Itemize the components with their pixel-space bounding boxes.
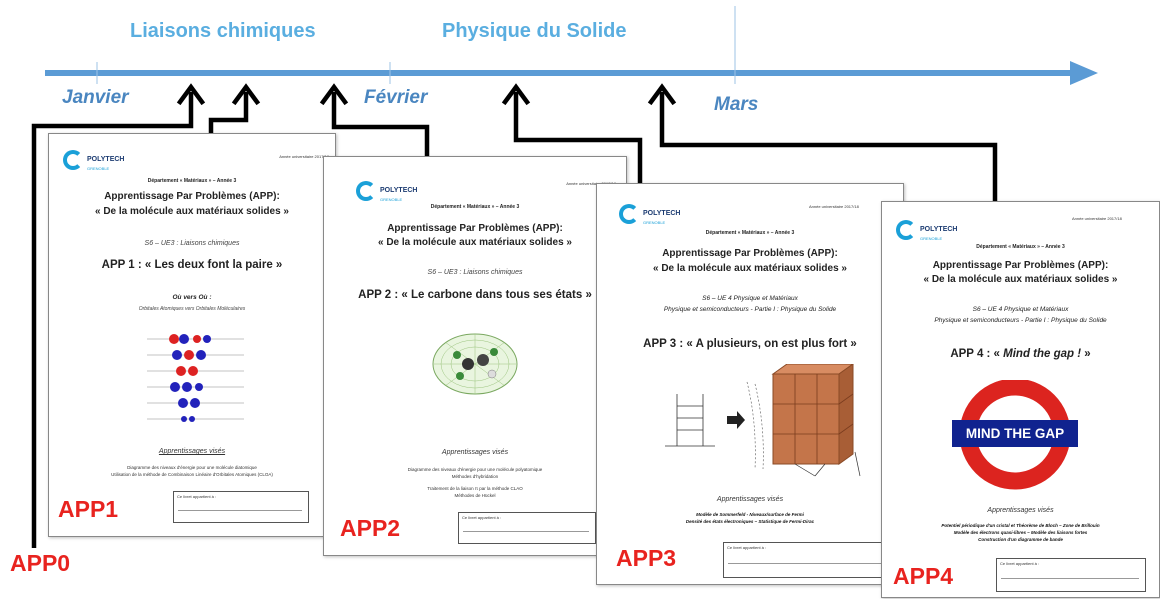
connector-app3 xyxy=(513,92,643,198)
timeline-arrow xyxy=(45,6,1098,85)
objective-line: Potentiel périodique d'un cristal et Thé… xyxy=(941,523,1100,528)
mind-the-gap-text: MIND THE GAP xyxy=(965,426,1065,441)
objective-line: Densité des états électroniques – Statis… xyxy=(685,519,815,524)
app-title: APP 2 : « Le carbone dans tous ses états… xyxy=(358,289,592,301)
polytech-logo-icon xyxy=(356,180,376,201)
app-title: APP 4 : « Mind the gap ! » xyxy=(950,348,1091,360)
course-unit: S6 – UE 4 Physique et Matériaux xyxy=(702,295,798,302)
department: Département « Matériaux » – Année 3 xyxy=(705,230,795,236)
label-app1: APP1 xyxy=(58,496,119,522)
subtitle: Où vers Où : xyxy=(172,294,212,301)
academic-year: Année universitaire 2017/18 xyxy=(809,204,859,209)
polytech-logo-icon xyxy=(896,219,916,240)
doc-title-line2: « De la molécule aux matériaux solides » xyxy=(95,206,289,217)
owner-box: Ce livret appartient à : xyxy=(173,491,309,523)
arrowhead-app4 xyxy=(647,83,677,106)
polytech-logo-icon xyxy=(63,149,83,170)
connector-app0 xyxy=(31,92,194,548)
timeline-arrowhead xyxy=(1070,61,1098,85)
month-fevrier: Février xyxy=(364,87,428,108)
course-unit-detail: Physique et semiconducteurs - Partie I :… xyxy=(663,306,837,313)
course-unit: S6 – UE3 : Liaisons chimiques xyxy=(144,240,240,247)
academic-year: Année universitaire 2017/18 xyxy=(1072,216,1122,221)
connector-app2 xyxy=(331,92,430,175)
month-janvier: Janvier xyxy=(62,87,129,108)
label-app0: APP0 xyxy=(10,550,71,576)
objective-line: Utilisation de la méthode de Combinaison… xyxy=(111,472,273,477)
academic-year: Année universitaire 2017/18 xyxy=(279,154,329,159)
doc-title-line1: Apprentissage Par Problèmes (APP): xyxy=(387,223,563,234)
objective-line: Traitement de la liaison π par la méthod… xyxy=(427,486,523,491)
phase-physique-solide: Physique du Solide xyxy=(442,20,627,42)
app-title: APP 1 : « Les deux font la paire » xyxy=(101,259,283,271)
app-title: APP 3 : « A plusieurs, on est plus fort … xyxy=(643,338,857,350)
course-unit-detail: Physique et semiconducteurs - Partie I :… xyxy=(934,317,1107,324)
phase-liaisons-chimiques: Liaisons chimiques xyxy=(130,20,316,42)
molecule-figure xyxy=(432,333,518,395)
label-app2: APP2 xyxy=(340,515,401,541)
apprentissages-heading: Apprentissages visés xyxy=(441,449,509,456)
apprentissages-heading: Apprentissages visés xyxy=(158,448,226,455)
arrowhead-app1a xyxy=(231,83,261,106)
doc-title-line2: « De la molécule aux matériaux solides » xyxy=(923,274,1118,285)
doc-title-line2: « De la molécule aux matériaux solides » xyxy=(653,263,847,274)
arrowhead-app0 xyxy=(176,83,206,106)
arrowhead-app3 xyxy=(501,83,531,106)
arrowhead-app2 xyxy=(319,83,349,106)
month-mars: Mars xyxy=(714,94,759,115)
objective-line: Modèle de Sommerfeld - Niveaux/surface d… xyxy=(696,512,804,517)
owner-box: Ce livret appartient à : xyxy=(458,512,596,544)
course-unit: S6 – UE3 : Liaisons chimiques xyxy=(427,269,523,276)
owner-box: Ce livret appartient à : xyxy=(723,542,889,578)
department: Département « Matériaux » – Année 3 xyxy=(430,204,520,210)
crystal-lattice-figure xyxy=(665,364,861,477)
objective-line: Diagramme des niveaux d'énergie pour une… xyxy=(127,465,257,470)
objective-line: Méthodes de Hückel xyxy=(454,493,496,498)
subtitle-detail: Orbitales Atomiques vers Orbitales Moléc… xyxy=(138,306,246,312)
polytech-logo-icon xyxy=(619,203,639,224)
orbital-diagram-figure xyxy=(147,334,244,422)
academic-year: Année universitaire 2017/18 xyxy=(566,181,616,186)
apprentissages-heading: Apprentissages visés xyxy=(987,507,1054,514)
connector-app4 xyxy=(659,92,998,210)
course-unit: S6 – UE 4 Physique et Matériaux xyxy=(972,306,1069,313)
objective-line: Diagramme des niveaux d'énergie pour une… xyxy=(407,467,543,472)
doc-title-line1: Apprentissage Par Problèmes (APP): xyxy=(662,248,838,259)
mind-the-gap-sign xyxy=(952,380,1078,490)
owner-box: Ce livret appartient à : xyxy=(996,558,1146,592)
objective-line: Construction d'un diagramme de bande xyxy=(978,537,1063,542)
label-app4: APP4 xyxy=(893,563,954,589)
department: Département « Matériaux » – Année 3 xyxy=(976,244,1065,250)
doc-title-line1: Apprentissage Par Problèmes (APP): xyxy=(932,260,1109,271)
objective-line: Méthodes d'hybridation xyxy=(451,474,499,479)
objective-line: Modèle des électrons quasi-libres – Modè… xyxy=(953,530,1088,535)
label-app3: APP3 xyxy=(616,545,677,571)
doc-title-line1: Apprentissage Par Problèmes (APP): xyxy=(104,191,280,202)
department: Département « Matériaux » – Année 3 xyxy=(147,178,237,184)
apprentissages-heading: Apprentissages visés xyxy=(716,496,784,503)
doc-title-line2: « De la molécule aux matériaux solides » xyxy=(378,237,572,248)
